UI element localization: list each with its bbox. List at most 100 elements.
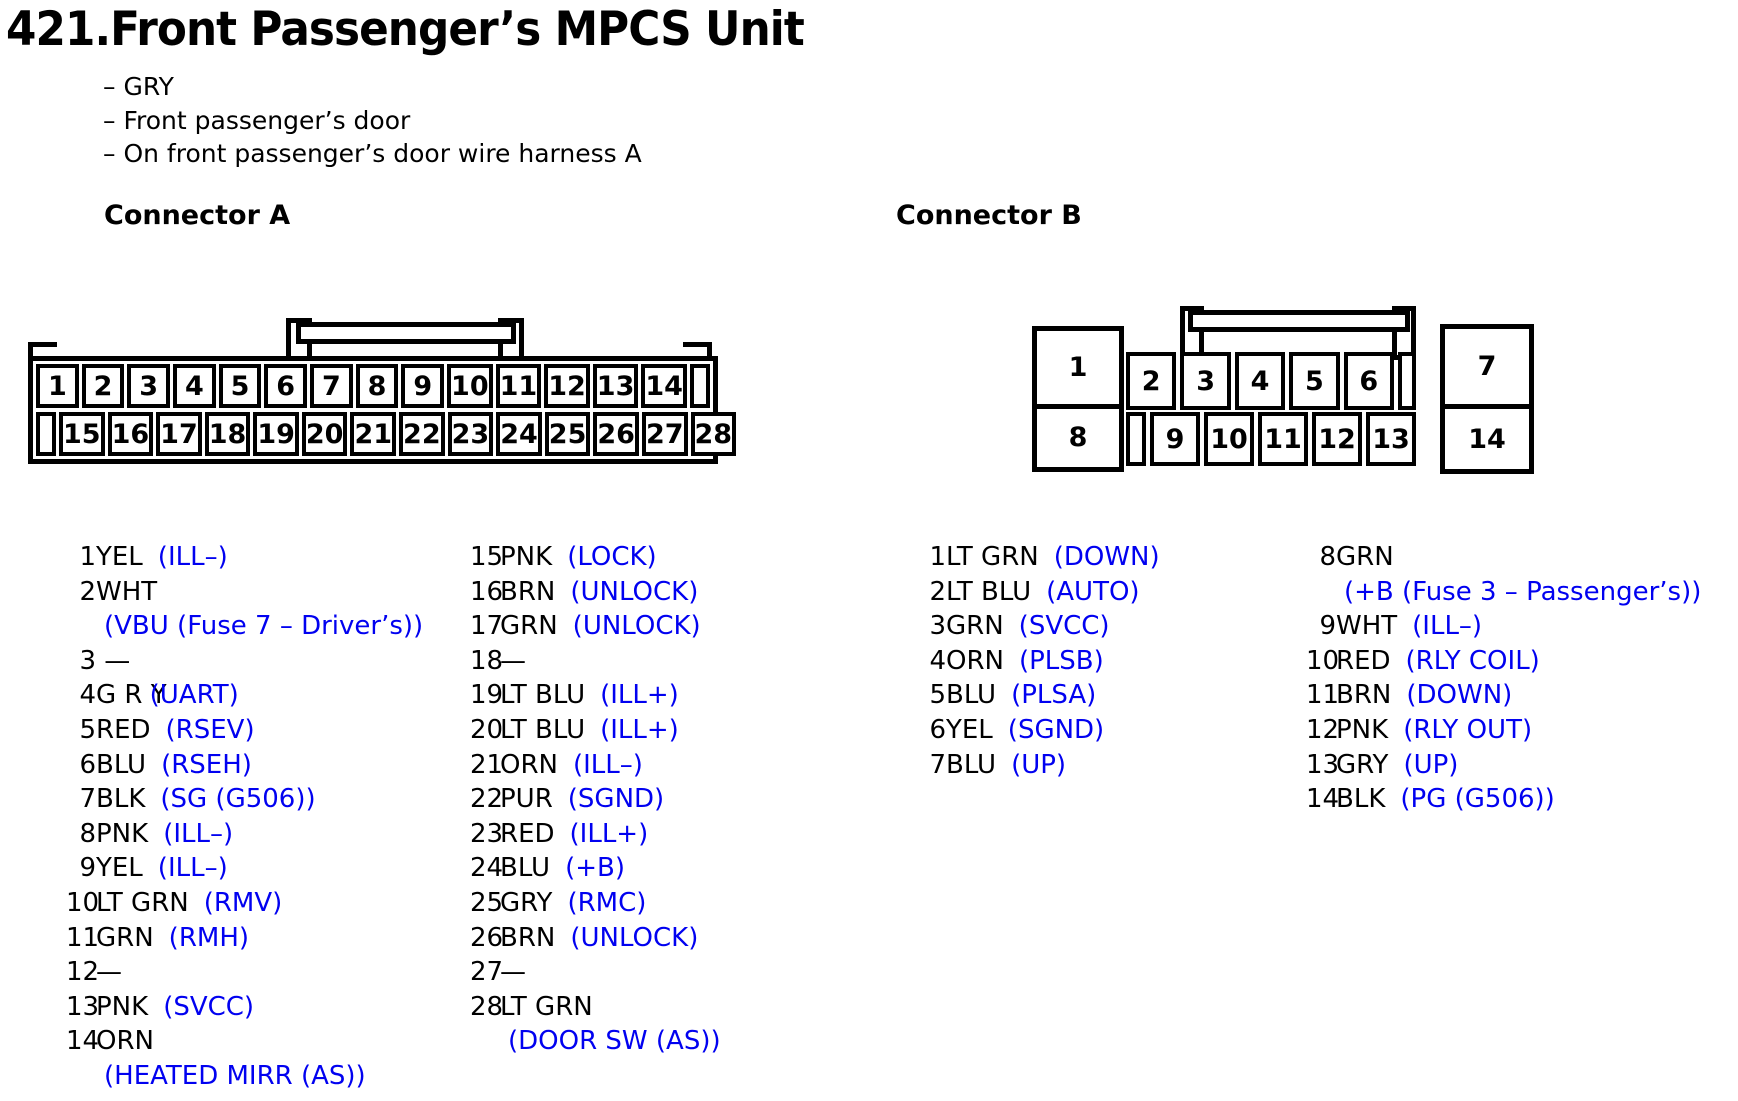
pin-row: 8PNK(ILL–) <box>66 817 423 852</box>
connector-blank-cavity <box>36 412 56 456</box>
connector-a-heading: Connector A <box>104 200 291 231</box>
pin-row-signal-wrap: (HEATED MIRR (AS)) <box>104 1059 423 1094</box>
pin-number: 19 <box>470 680 504 711</box>
pin-number: 14 <box>1306 784 1340 815</box>
pin-number: 24 <box>470 853 504 884</box>
connector-pin-cell: 7 <box>310 364 353 408</box>
latch-bar <box>1188 310 1410 332</box>
note-line: – Front passenger’s door <box>103 105 411 135</box>
wire-color: — <box>96 645 131 676</box>
signal-name: (PG (G506)) <box>1400 784 1555 815</box>
signal-name: (PLSB) <box>1018 645 1104 676</box>
wire-color: GRY <box>1336 749 1389 780</box>
signal-name: (ILL–) <box>163 818 234 849</box>
pin-row: 16BRN(UNLOCK) <box>470 575 721 610</box>
signal-name: (RSEH) <box>161 749 252 780</box>
signal-name: (ILL–) <box>157 853 228 884</box>
wire-color: LT GRN <box>500 991 593 1022</box>
pin-number: 23 <box>470 818 504 849</box>
pin-number: 3 <box>79 645 96 676</box>
pin-number: 12 <box>66 957 100 988</box>
wire-color: RED <box>1336 645 1391 676</box>
pin-number: 21 <box>470 749 504 780</box>
connector-pin-cell: 24 <box>496 412 542 456</box>
signal-name: (UNLOCK) <box>572 611 701 642</box>
wire-color: ORN <box>500 749 558 780</box>
wire-color: LT BLU <box>500 680 586 711</box>
connector-pin-cell: 5 <box>1289 352 1340 410</box>
pin-row: 4ORN(PLSB) <box>916 644 1160 679</box>
pin-number: 28 <box>470 991 504 1022</box>
connector-blank-cavity <box>1398 352 1417 410</box>
wire-color: WHT <box>1336 611 1398 642</box>
pin-number: 5 <box>79 714 96 745</box>
pin-number: 1 <box>79 542 96 572</box>
connector-pin-cell: 9 <box>1150 412 1200 466</box>
wire-color: YEL <box>96 542 143 572</box>
connector-pin-cell: 25 <box>544 412 591 456</box>
connector-pin-cell: 23 <box>447 412 494 456</box>
wire-color: BLU <box>96 749 147 780</box>
pin-number: 7 <box>79 784 96 815</box>
pin-row: 9YEL(ILL–) <box>66 851 423 886</box>
pin-number: 25 <box>470 887 504 918</box>
connector-pin-cell: 8 <box>355 364 399 408</box>
connector-b-pin-list-left: 1LT GRN(DOWN)2LT BLU(AUTO)3GRN(SVCC)4ORN… <box>916 540 1160 782</box>
housing-step-right <box>683 342 712 363</box>
pin-number: 8 <box>79 818 96 849</box>
pin-row: 28LT GRN <box>470 990 721 1025</box>
connector-pin-cell: 4 <box>1234 352 1286 410</box>
connector-b-heading: Connector B <box>896 200 1082 231</box>
signal-name: (UNLOCK) <box>570 576 699 607</box>
wire-color: BRN <box>500 576 556 607</box>
pin-row: 2WHT <box>66 575 423 610</box>
connector-pin-cell: 13 <box>592 364 639 408</box>
pin-row: 4G R Y(UART) <box>66 678 423 713</box>
connector-pin-cell: 18 <box>204 412 251 456</box>
wire-color: LT BLU <box>500 714 586 745</box>
signal-name: (SGND) <box>1007 714 1105 745</box>
connector-pin-cell: 26 <box>593 412 639 456</box>
pin-row: 3 — <box>66 644 423 679</box>
wire-color: BLU <box>946 749 997 780</box>
wire-color: RED <box>96 714 151 745</box>
wire-color: BLU <box>500 853 551 884</box>
connector-pin-cell: 9 <box>401 364 445 408</box>
wire-color: YEL <box>946 714 993 745</box>
pin-number: 11 <box>1306 680 1340 711</box>
pin-row: 14ORN <box>66 1024 423 1059</box>
wire-color: GRN <box>96 922 154 953</box>
pin-number: 22 <box>470 784 504 815</box>
signal-name: (SVCC) <box>163 991 255 1022</box>
signal-name: (RMV) <box>203 887 283 918</box>
note-line: – GRY <box>103 72 174 101</box>
pin-row: 8GRN <box>1306 540 1701 575</box>
pin-number: 13 <box>66 991 100 1022</box>
pin-number: 17 <box>470 611 504 642</box>
connector-pin-cell: 28 <box>690 412 737 456</box>
pin-number: 26 <box>470 922 504 953</box>
connector-pin-cell: 4 <box>173 364 216 408</box>
connector-pin-cell: 2 <box>81 364 125 408</box>
pin-row-signal-wrap: (DOOR SW (AS)) <box>508 1024 721 1059</box>
pin-number: 4 <box>929 645 946 676</box>
signal-name: (RLY COIL) <box>1405 645 1540 676</box>
connector-pin-cell: 1 <box>1037 331 1119 409</box>
pin-row-signal-wrap: (VBU (Fuse 7 – Driver’s)) <box>104 609 423 644</box>
connector-a-pin-list-left: 1YEL(ILL–)2WHT(VBU (Fuse 7 – Driver’s))3… <box>66 540 423 1094</box>
pin-row: 21ORN(ILL–) <box>470 748 721 783</box>
wire-color: GRN <box>500 611 558 642</box>
connector-pin-cell: 3 <box>1180 352 1231 410</box>
connector-pin-cell: 12 <box>1312 412 1362 466</box>
connector-pin-cell: 10 <box>1204 412 1254 466</box>
pin-row: 26BRN(UNLOCK) <box>470 921 721 956</box>
pin-number: 6 <box>929 714 946 745</box>
pin-row: 6BLU(RSEH) <box>66 748 423 783</box>
